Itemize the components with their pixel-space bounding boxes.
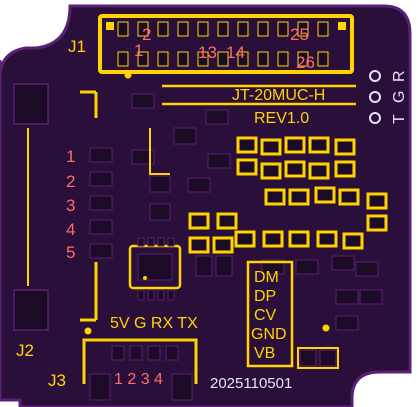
usb-label-gnd: GND bbox=[251, 326, 287, 343]
j1-pin-14-label: 14 bbox=[226, 43, 245, 62]
j1-pin-2-label: 2 bbox=[142, 25, 151, 44]
j1-pin-25-label: 25 bbox=[290, 25, 309, 44]
grt-label-g: G bbox=[391, 91, 408, 103]
usb-label-dm: DM bbox=[254, 269, 279, 286]
j1-pin-13-label: 13 bbox=[198, 43, 217, 62]
j2-ref-label: J2 bbox=[16, 341, 34, 360]
j2-pin-1-label: 1 bbox=[66, 147, 75, 166]
j2-pin-5-label: 5 bbox=[66, 243, 75, 262]
j2-connector bbox=[13, 83, 113, 331]
usb-label-vb: VB bbox=[254, 345, 275, 362]
ic-chip bbox=[128, 237, 182, 301]
grt-pads bbox=[369, 70, 381, 124]
part-number: JT-20MUC-H bbox=[232, 87, 325, 104]
j3-signal-labels: 5V G RX TX bbox=[110, 315, 198, 332]
fiducial-dot bbox=[322, 324, 330, 332]
board-outline bbox=[0, 4, 412, 407]
j1-pin-1-label: 1 bbox=[134, 41, 143, 60]
j1-pin-26-label: 26 bbox=[296, 53, 315, 72]
silk-outline-mid bbox=[149, 128, 170, 175]
grt-label-r: R bbox=[391, 70, 408, 82]
usb-label-box bbox=[246, 260, 294, 368]
usb-label-dp: DP bbox=[254, 288, 276, 305]
usb-label-cv: CV bbox=[254, 307, 277, 324]
j2-pin-3-label: 3 bbox=[66, 196, 75, 215]
j3-pin-labels: 1 2 3 4 bbox=[114, 371, 163, 388]
component-pads bbox=[131, 93, 231, 221]
j3-connector bbox=[82, 327, 198, 401]
j3-ref-label: J3 bbox=[48, 371, 66, 390]
j2-pin-2-label: 2 bbox=[66, 172, 75, 191]
date-code: 2025110501 bbox=[210, 375, 292, 392]
pads-right bbox=[195, 255, 383, 367]
revision-label: REV1.0 bbox=[254, 110, 309, 127]
j2-pin-4-label: 4 bbox=[66, 220, 75, 239]
pad-right-outline bbox=[297, 347, 339, 369]
j1-connector bbox=[98, 14, 354, 79]
j1-ref-label: J1 bbox=[68, 37, 86, 56]
capacitor-cluster bbox=[188, 136, 388, 254]
grt-label-t: T bbox=[391, 114, 408, 124]
